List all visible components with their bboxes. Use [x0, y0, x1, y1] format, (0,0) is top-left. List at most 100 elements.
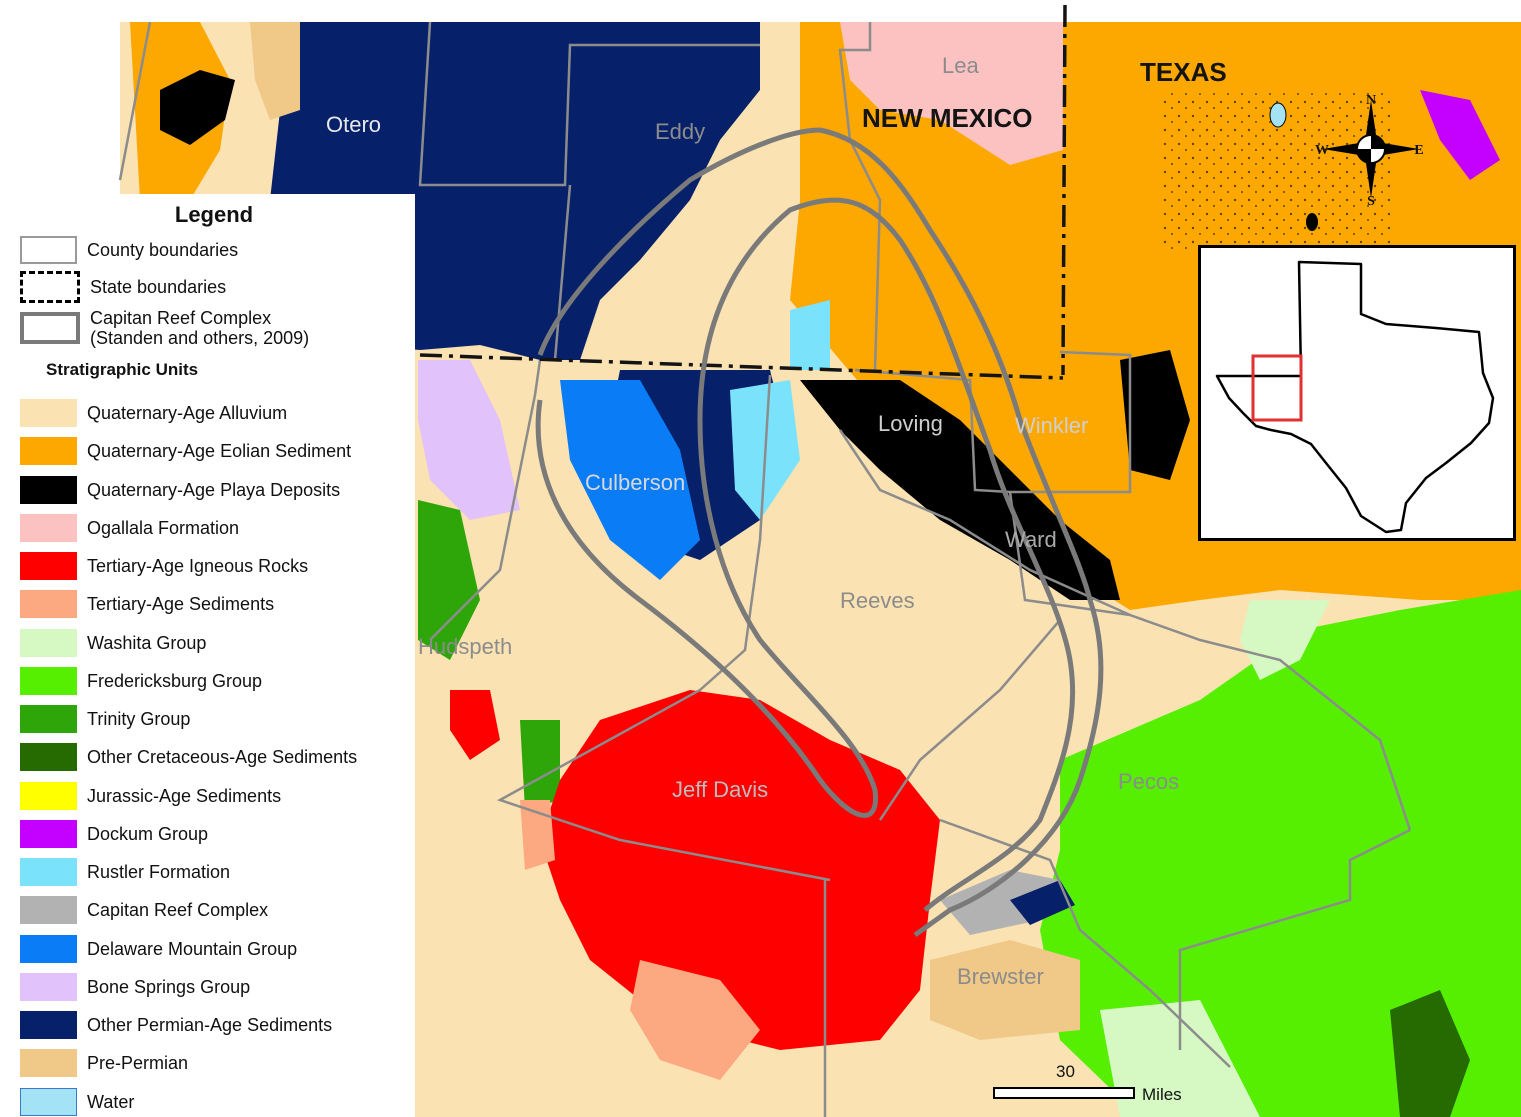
unit-color-swatch	[20, 972, 77, 1001]
scale-unit: Miles	[1142, 1085, 1182, 1104]
legend-label: State boundaries	[90, 277, 227, 297]
legend-unit-row: Capitan Reef Complex	[20, 895, 268, 925]
county-label-otero: Otero	[326, 112, 382, 137]
unit-label: Quaternary-Age Playa Deposits	[87, 479, 341, 500]
legend-unit-row: Other Cretaceous-Age Sediments	[20, 742, 357, 772]
unit-label: Bone Springs Group	[87, 976, 251, 997]
legend-title: Legend	[174, 202, 254, 227]
state-boundary-swatch	[20, 271, 80, 303]
legend-unit-row: Fredericksburg Group	[20, 666, 262, 696]
unit-igneous-west	[450, 690, 500, 760]
map-legend: Legend County boundaries State boundarie…	[0, 194, 415, 1117]
compass-e: E	[1414, 143, 1423, 158]
legend-label: County boundaries	[87, 240, 239, 260]
unit-label: Other Cretaceous-Age Sediments	[87, 747, 358, 768]
scale-bar-line	[993, 1087, 1135, 1099]
state-label-texas: TEXAS	[1140, 57, 1227, 87]
unit-color-swatch	[20, 1049, 77, 1078]
legend-unit-row: Trinity Group	[20, 704, 190, 734]
legend-sublabel: (Standen and others, 2009)	[90, 328, 310, 348]
unit-delaware	[560, 380, 700, 580]
unit-rustler-north	[790, 300, 830, 370]
legend-unit-row: Quaternary-Age Playa Deposits	[20, 475, 340, 505]
county-label-ward: Ward	[1005, 527, 1057, 552]
unit-label: Tertiary-Age Igneous Rocks	[87, 556, 309, 576]
legend-item-state-boundaries: State boundaries	[20, 271, 227, 303]
unit-color-swatch	[20, 1011, 77, 1039]
unit-playa-east	[1120, 350, 1190, 480]
unit-color-swatch	[20, 705, 77, 733]
county-label-culberson: Culberson	[585, 470, 686, 495]
legend-item-capitan-reef: Capitan Reef Complex (Standen and others…	[20, 307, 309, 349]
stratigraphic-units-heading: Stratigraphic Units	[46, 360, 199, 379]
texas-outline	[1215, 260, 1495, 534]
unit-ogallala	[840, 22, 1063, 165]
county-label-jeff-davis: Jeff Davis	[672, 777, 769, 802]
capitan-reef-outline	[535, 127, 1104, 938]
unit-label: Ogallala Formation	[87, 517, 240, 538]
compass-quadrant	[1357, 149, 1371, 163]
county-label-winkler: Winkler	[1015, 413, 1089, 438]
unit-trinity-west	[520, 720, 560, 810]
legend-unit-row: Dockum Group	[20, 819, 208, 849]
water-body	[1269, 102, 1287, 128]
unit-label: Rustler Formation	[87, 862, 231, 882]
compass-n: N	[1366, 93, 1376, 108]
legend-unit-row: Tertiary-Age Sediments	[20, 589, 274, 619]
unit-label: Tertiary-Age Sediments	[87, 594, 275, 615]
county-label-eddy: Eddy	[655, 119, 706, 144]
capitan-reef-swatch	[20, 312, 80, 344]
unit-color-swatch	[20, 399, 77, 427]
county-label-brewster: Brewster	[957, 964, 1044, 989]
unit-color-swatch	[20, 743, 77, 772]
unit-label: Water	[87, 1091, 135, 1112]
study-area-box	[1251, 354, 1303, 422]
unit-prepermian-nw	[250, 22, 300, 120]
unit-color-swatch	[20, 781, 77, 810]
unit-label: Jurassic-Age Sediments	[87, 785, 282, 806]
unit-label: Fredericksburg Group	[87, 670, 263, 691]
north-arrow-compass: N S W E	[1315, 93, 1424, 206]
unit-color-swatch	[20, 1087, 77, 1116]
legend-unit-row: Quaternary-Age Alluvium	[20, 398, 287, 428]
county-label-pecos: Pecos	[1118, 769, 1180, 794]
unit-color-swatch	[20, 896, 77, 925]
unit-color-swatch	[20, 590, 77, 619]
legend-unit-row: Rustler Formation	[20, 857, 230, 887]
legend-label: Capitan Reef Complex	[90, 308, 272, 328]
legend-unit-row: Water	[20, 1087, 134, 1117]
unit-color-swatch	[20, 475, 77, 504]
state-boundaries	[419, 4, 1067, 380]
unit-washita-south	[1100, 1000, 1260, 1117]
unit-color-swatch	[20, 513, 77, 542]
water-body	[1306, 213, 1318, 231]
unit-other-cretaceous-se	[1390, 990, 1470, 1117]
scale-value: 30	[1056, 1062, 1075, 1081]
unit-color-swatch	[20, 666, 77, 695]
unit-playa-band	[800, 380, 1120, 600]
unit-color-swatch	[20, 934, 77, 963]
unit-label: Trinity Group	[87, 709, 191, 729]
unit-playa-nw	[160, 70, 235, 145]
unit-cretaceous-west	[418, 500, 480, 660]
county-boundary-swatch	[20, 236, 77, 264]
legend-unit-row: Tertiary-Age Igneous Rocks	[20, 551, 308, 581]
unit-dockum	[1420, 90, 1500, 180]
unit-label: Washita Group	[87, 632, 207, 653]
compass-quadrant	[1371, 135, 1385, 149]
legend-unit-row: Quaternary-Age Eolian Sediment	[20, 436, 351, 466]
unit-label: Capitan Reef Complex	[87, 900, 269, 921]
county-label-lea: Lea	[942, 53, 979, 78]
unit-color-swatch	[20, 437, 77, 466]
legend-unit-row: Delaware Mountain Group	[20, 934, 297, 964]
compass-w: W	[1315, 143, 1329, 158]
county-label-reeves: Reeves	[840, 588, 915, 613]
legend-label-group: Capitan Reef Complex (Standen and others…	[90, 308, 309, 348]
unit-label: Delaware Mountain Group	[87, 938, 298, 959]
county-label-loving: Loving	[878, 411, 943, 436]
unit-label: Quaternary-Age Alluvium	[87, 403, 288, 423]
legend-unit-row: Ogallala Formation	[20, 513, 239, 543]
unit-label: Pre-Permian	[87, 1053, 189, 1074]
unit-label: Other Permian-Age Sediments	[87, 1015, 333, 1035]
unit-tertiary-sed-w	[520, 800, 555, 870]
